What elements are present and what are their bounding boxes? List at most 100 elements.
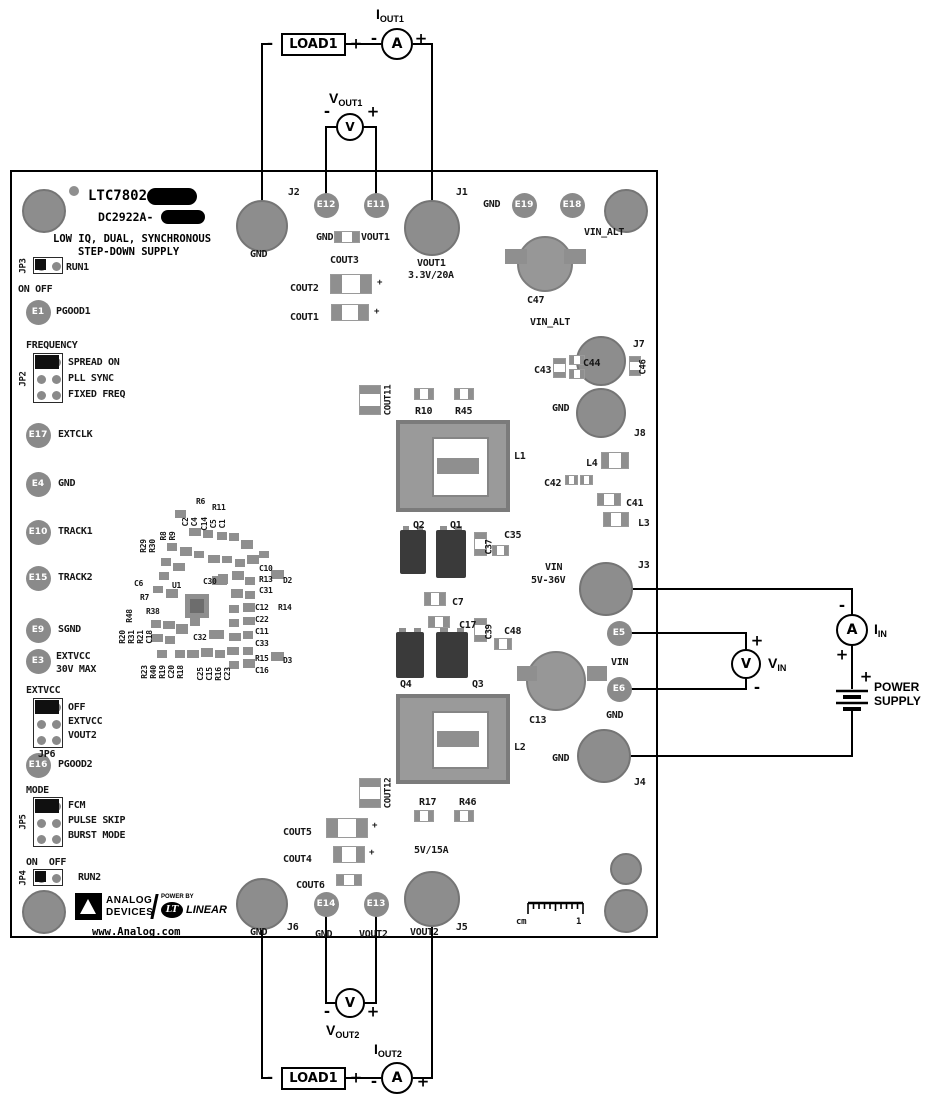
comp-c41 <box>597 493 621 506</box>
smd-pad <box>217 532 227 540</box>
comp-c46 <box>629 356 641 376</box>
fiducial-dot <box>69 186 79 196</box>
jumper-jp5 <box>33 797 63 847</box>
voltmeter-vout2: V <box>335 988 365 1018</box>
ammeter-iout1-label-sub: OUT1 <box>379 14 404 24</box>
silk-fcm: FCM <box>68 800 86 811</box>
testpoint-e18: E18 <box>559 192 585 218</box>
silk-l2: L2 <box>514 742 526 753</box>
silk-c25: C25 <box>196 667 205 681</box>
silk-vout2: VOUT2 <box>359 929 388 940</box>
silk-sgnd: SGND <box>58 624 81 635</box>
marking-blackout-1 <box>147 188 197 205</box>
comp-q1 <box>436 526 466 578</box>
silk-extclk: EXTCLK <box>58 429 93 440</box>
silk-c6: C6 <box>134 579 144 588</box>
smd-pad <box>201 648 213 657</box>
silk-r46: R46 <box>459 797 477 808</box>
silk-cout12: COUT12 <box>383 777 394 809</box>
testpoint-e6: E6 <box>606 676 632 702</box>
turret-j3-vin <box>579 562 633 616</box>
comp-c35 <box>492 545 509 556</box>
hole-bottom-right <box>604 889 648 933</box>
silk-r45: R45 <box>455 406 473 417</box>
ammeter-iout2-label-sub: OUT2 <box>377 1049 402 1059</box>
adi-logo-text-1: ANALOG <box>106 895 153 906</box>
comp-c39 <box>474 618 487 642</box>
silk-mode: MODE <box>26 785 49 796</box>
voltmeter-vout1-label-sub: OUT1 <box>338 98 363 108</box>
smd-pad <box>176 624 188 634</box>
silk-j8: J8 <box>634 428 646 439</box>
comp-q3 <box>436 628 468 678</box>
minus-sign: - <box>323 1002 331 1021</box>
silk--: + <box>369 848 375 858</box>
smd-pad <box>271 652 284 661</box>
testpoint-e5: E5 <box>606 620 632 646</box>
testpoint-e14: E14 <box>313 891 339 917</box>
silk-c46: C46 <box>638 359 649 375</box>
smd-pad <box>245 591 255 599</box>
website-url: www.Analog.com <box>92 926 181 938</box>
silk-jp5: JP5 <box>18 814 29 830</box>
smd-pad <box>229 633 241 641</box>
silk-vout1: VOUT1 <box>361 232 390 243</box>
silk-extvcc: EXTVCC <box>26 685 61 696</box>
smd-pad <box>173 563 185 571</box>
silk-r30: R30 <box>148 539 157 553</box>
minus-sign: - <box>266 1068 274 1087</box>
silk--: + <box>377 278 383 288</box>
comp-l4 <box>601 452 629 469</box>
silk-c33: C33 <box>255 639 269 648</box>
silk-gnd: GND <box>552 753 570 764</box>
silk-q4: Q4 <box>400 679 412 690</box>
silk-5v-36v: 5V-36V <box>531 575 566 586</box>
silk-jp4: JP4 <box>18 870 29 886</box>
silk-r14: R14 <box>278 603 292 612</box>
comp-r10 <box>414 388 434 400</box>
testpoint-e13: E13 <box>363 891 389 917</box>
silk-r7: R7 <box>140 593 150 602</box>
smd-pad <box>151 634 163 642</box>
testpoint-e3: E3 <box>25 648 51 674</box>
comp-q4 <box>396 628 424 678</box>
voltmeter-vin-label: VIN <box>768 655 786 673</box>
comp-r46 <box>454 810 474 822</box>
silk-c12: C12 <box>255 603 269 612</box>
minus-sign: - <box>370 1072 378 1091</box>
silk-c20: C20 <box>167 665 176 679</box>
comp-cout3 <box>334 231 360 243</box>
hole-bottom-right-2 <box>610 853 642 885</box>
silk-c16: C16 <box>255 666 269 675</box>
silk-c35: C35 <box>504 530 522 541</box>
silk-c37: C37 <box>484 539 495 555</box>
silk-c18: C18 <box>145 630 154 644</box>
silk-r40: R40 <box>149 665 158 679</box>
silk-l4: L4 <box>586 458 598 469</box>
comp-cout4 <box>333 846 365 863</box>
silk-cout2: COUT2 <box>290 283 319 294</box>
smd-pad <box>166 589 178 598</box>
ammeter-iout1: A <box>381 28 413 60</box>
silk-vin-alt: VIN_ALT <box>584 227 625 238</box>
comp-c13 <box>526 651 586 711</box>
silk-q2: Q2 <box>413 520 425 531</box>
silk-r15: R15 <box>255 654 269 663</box>
power-supply-line2: SUPPLY <box>874 693 921 708</box>
silk-pgood2: PGOOD2 <box>58 759 93 770</box>
silk-d2: D2 <box>283 576 293 585</box>
smd-pad <box>229 605 239 613</box>
comp-cout12 <box>359 778 381 808</box>
smd-pad <box>587 666 607 681</box>
testpoint-e12: E12 <box>313 192 339 218</box>
smd-pad <box>187 650 199 658</box>
smd-pad <box>222 556 232 563</box>
silk-r16: R16 <box>214 667 223 681</box>
smd-pad <box>157 650 167 658</box>
voltmeter-vin-label-main: V <box>768 655 778 671</box>
ammeter-iin-label-main: I <box>874 621 878 637</box>
silk-gnd: GND <box>250 249 268 260</box>
jumper-jp6 <box>33 698 63 748</box>
silk-c4: C4 <box>190 517 199 527</box>
